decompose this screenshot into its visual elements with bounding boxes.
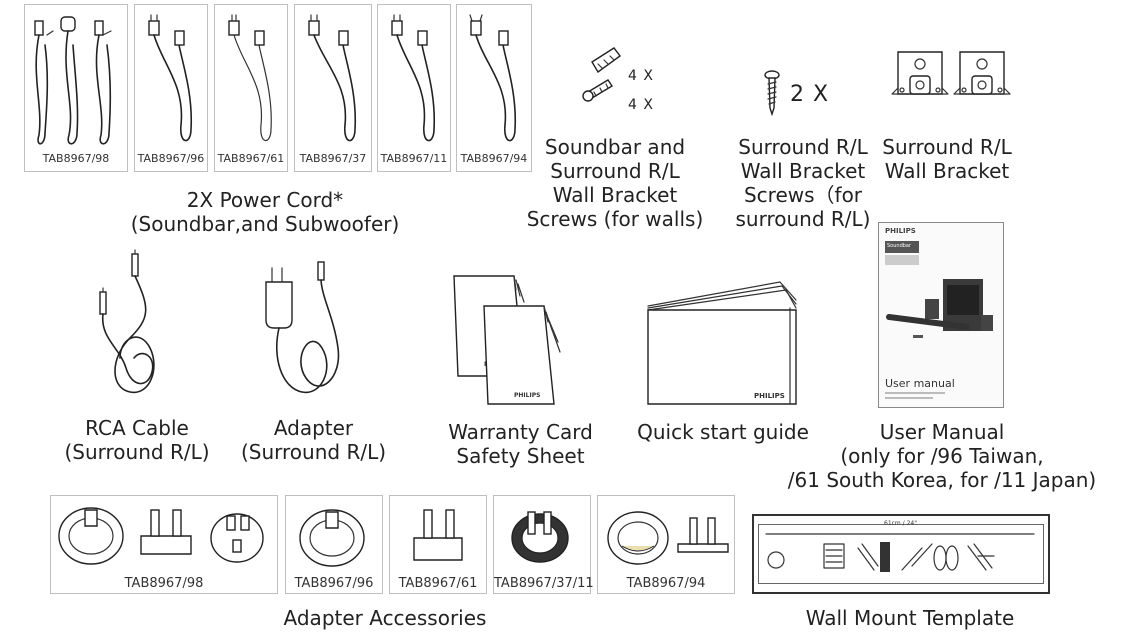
power-cord-panel-11: TAB8967/11 (377, 4, 451, 172)
quantity-label: 2 X (790, 82, 830, 107)
power-cord-panel-96: TAB8967/96 (134, 4, 208, 172)
quantity-label: 4 X (628, 68, 654, 84)
model-tag: TAB8967/94 (460, 152, 528, 165)
plug-adapter-icon (607, 511, 729, 565)
wall-bracket-caption: Surround R/L Wall Bracket (882, 135, 1012, 183)
model-tag: TAB8967/61 (217, 152, 285, 165)
power-cord-icon (228, 14, 272, 142)
template-dimension: 61cm / 24" (884, 520, 918, 527)
plug-adapter-icon (413, 509, 463, 561)
adapter-accessory-panel-98: TAB8967/98 (50, 495, 278, 594)
wall-mount-template: 61cm / 24" (752, 514, 1050, 594)
model-tag: TAB8967/96 (294, 576, 374, 591)
model-tag: TAB8967/61 (398, 576, 478, 591)
user-manual-cover: PHILIPS Soundbar User manual (878, 222, 1004, 408)
adapter-accessories-caption: Adapter Accessories (283, 606, 487, 630)
plug-adapter-icon (299, 509, 365, 567)
screw-icon (764, 70, 780, 117)
rca-cable-icon (99, 249, 155, 394)
model-tag: TAB8967/98 (42, 152, 110, 165)
wall-screws-caption: Soundbar and Surround R/L Wall Bracket S… (526, 135, 704, 231)
adapter-accessory-panel-61: TAB8967/61 (389, 495, 487, 594)
model-tag: TAB8967/98 (124, 576, 204, 591)
quick-start-caption: Quick start guide (637, 420, 809, 444)
model-tag: TAB8967/37 (299, 152, 367, 165)
power-cord-icon (391, 14, 436, 142)
quantity-label: 4 X (628, 97, 654, 113)
model-tag: TAB8967/11 (380, 152, 448, 165)
wall-bracket-icon (891, 51, 1011, 95)
manual-brand: PHILIPS (885, 227, 916, 235)
adapter-accessory-panel-37-11: TAB8967/37/11 (493, 495, 594, 594)
power-cord-icon (308, 14, 357, 142)
manual-title: User manual (885, 377, 955, 390)
warranty-caption: Warranty Card Safety Sheet (448, 420, 593, 468)
wall-mount-template-caption: Wall Mount Template (805, 606, 1015, 630)
plug-adapter-icon (58, 507, 264, 565)
rca-cable-caption: RCA Cable (Surround R/L) (64, 416, 210, 464)
power-cord-panel-61: TAB8967/61 (214, 4, 288, 172)
plug-adapter-icon (511, 511, 569, 563)
power-cord-panel-37: TAB8967/37 (294, 4, 372, 172)
model-tag: TAB8967/96 (137, 152, 205, 165)
adapter-accessory-panel-94: TAB8967/94 (597, 495, 735, 594)
adapter-caption: Adapter (Surround R/L) (240, 416, 387, 464)
quick-start-guide-icon: PHILIPS (647, 281, 797, 405)
model-tag: TAB8967/94 (626, 576, 706, 591)
warranty-card-icon: PHILIPS PHILIPS (453, 275, 561, 405)
manual-product-badge: Soundbar (885, 241, 919, 253)
adapter-accessory-panel-96: TAB8967/96 (285, 495, 383, 594)
power-cord-panel-98: TAB8967/98 (24, 4, 128, 172)
power-cord-panel-94: TAB8967/94 (456, 4, 532, 172)
power-cord-icon (469, 14, 517, 142)
power-adapter-icon (265, 261, 340, 394)
wall-anchor-screw-icon (582, 47, 621, 102)
power-cord-caption: 2X Power Cord* (Soundbar,and Subwoofer) (130, 188, 400, 236)
power-cord-icon (34, 16, 112, 145)
model-tag: TAB8967/37/11 (494, 576, 594, 591)
surround-screws-caption: Surround R/L Wall Bracket Screws（for sur… (735, 135, 871, 231)
template-instruction-icons (765, 533, 1035, 572)
brand-logo: PHILIPS (514, 392, 540, 399)
brand-logo: PHILIPS (754, 392, 785, 400)
power-cord-icon (148, 14, 193, 142)
soundbar-product-image (886, 279, 993, 338)
user-manual-caption: User Manual (only for /96 Taiwan, /61 So… (787, 420, 1097, 492)
